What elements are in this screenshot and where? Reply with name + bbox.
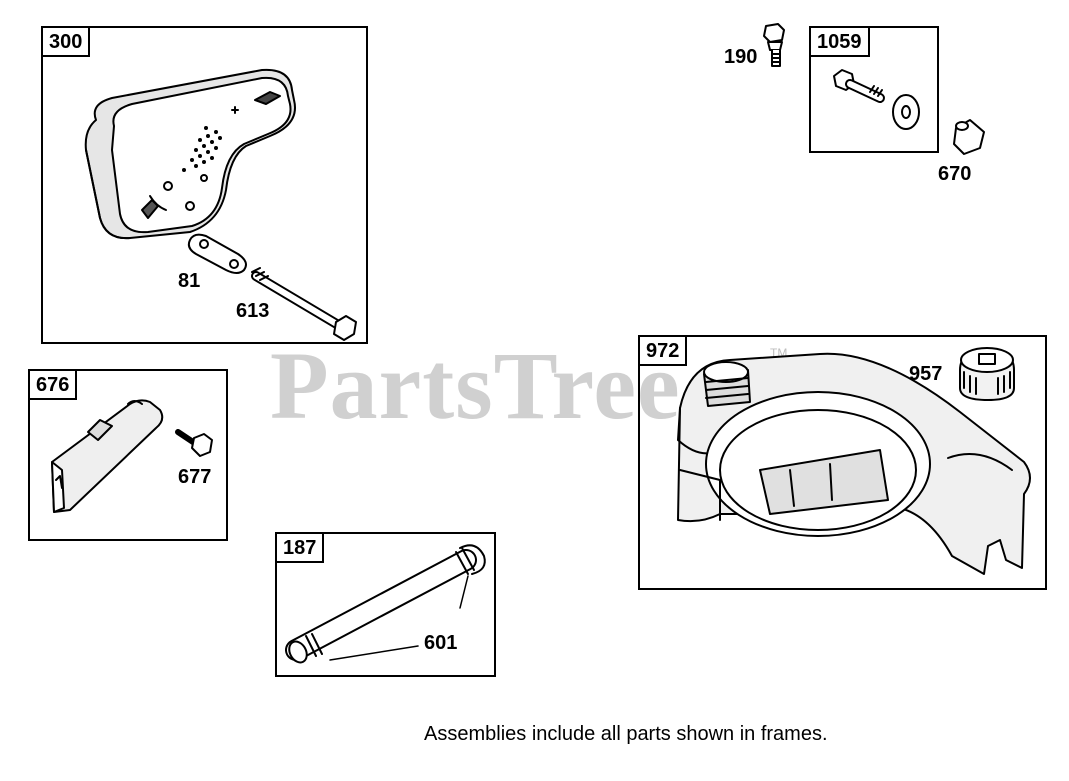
leader-601-b <box>459 575 469 609</box>
part-613-bolt <box>251 267 357 341</box>
fuel-line-drawing <box>285 544 486 664</box>
callout-957: 957 <box>909 363 943 385</box>
part-1059-washer <box>892 94 920 130</box>
callout-670: 670 <box>938 163 972 185</box>
frame-label-187: 187 <box>277 534 325 563</box>
fuel-tank-drawing <box>677 352 1031 575</box>
callout-81: 81 <box>178 270 201 292</box>
part-670-spacer <box>953 119 985 155</box>
callout-677: 677 <box>178 466 212 488</box>
footer-note: Assemblies include all parts shown in fr… <box>424 723 828 745</box>
frame-label-300: 300 <box>43 28 91 57</box>
callout-613: 613 <box>236 300 270 322</box>
frame-label-1059: 1059 <box>811 28 870 57</box>
frame-972: 972 <box>638 335 1047 590</box>
frame-label-972: 972 <box>640 337 688 366</box>
leader-601-a <box>329 645 419 661</box>
frame-300: 300 <box>41 26 368 344</box>
part-677-screw <box>175 429 213 457</box>
frame-676: 676 <box>28 369 228 541</box>
part-1059-screw <box>833 69 885 103</box>
callout-601: 601 <box>424 632 458 654</box>
part-190-screw <box>763 23 785 67</box>
frame-187: 187 <box>275 532 496 677</box>
part-81-plate <box>187 233 247 274</box>
guard-drawing <box>51 399 164 513</box>
frame-label-676: 676 <box>30 371 78 400</box>
watermark: PartsTree <box>270 332 681 439</box>
callout-190: 190 <box>724 46 758 68</box>
part-957-fuel-cap <box>959 347 1015 401</box>
muffler-drawing <box>84 68 296 240</box>
frame-1059: 1059 <box>809 26 939 153</box>
